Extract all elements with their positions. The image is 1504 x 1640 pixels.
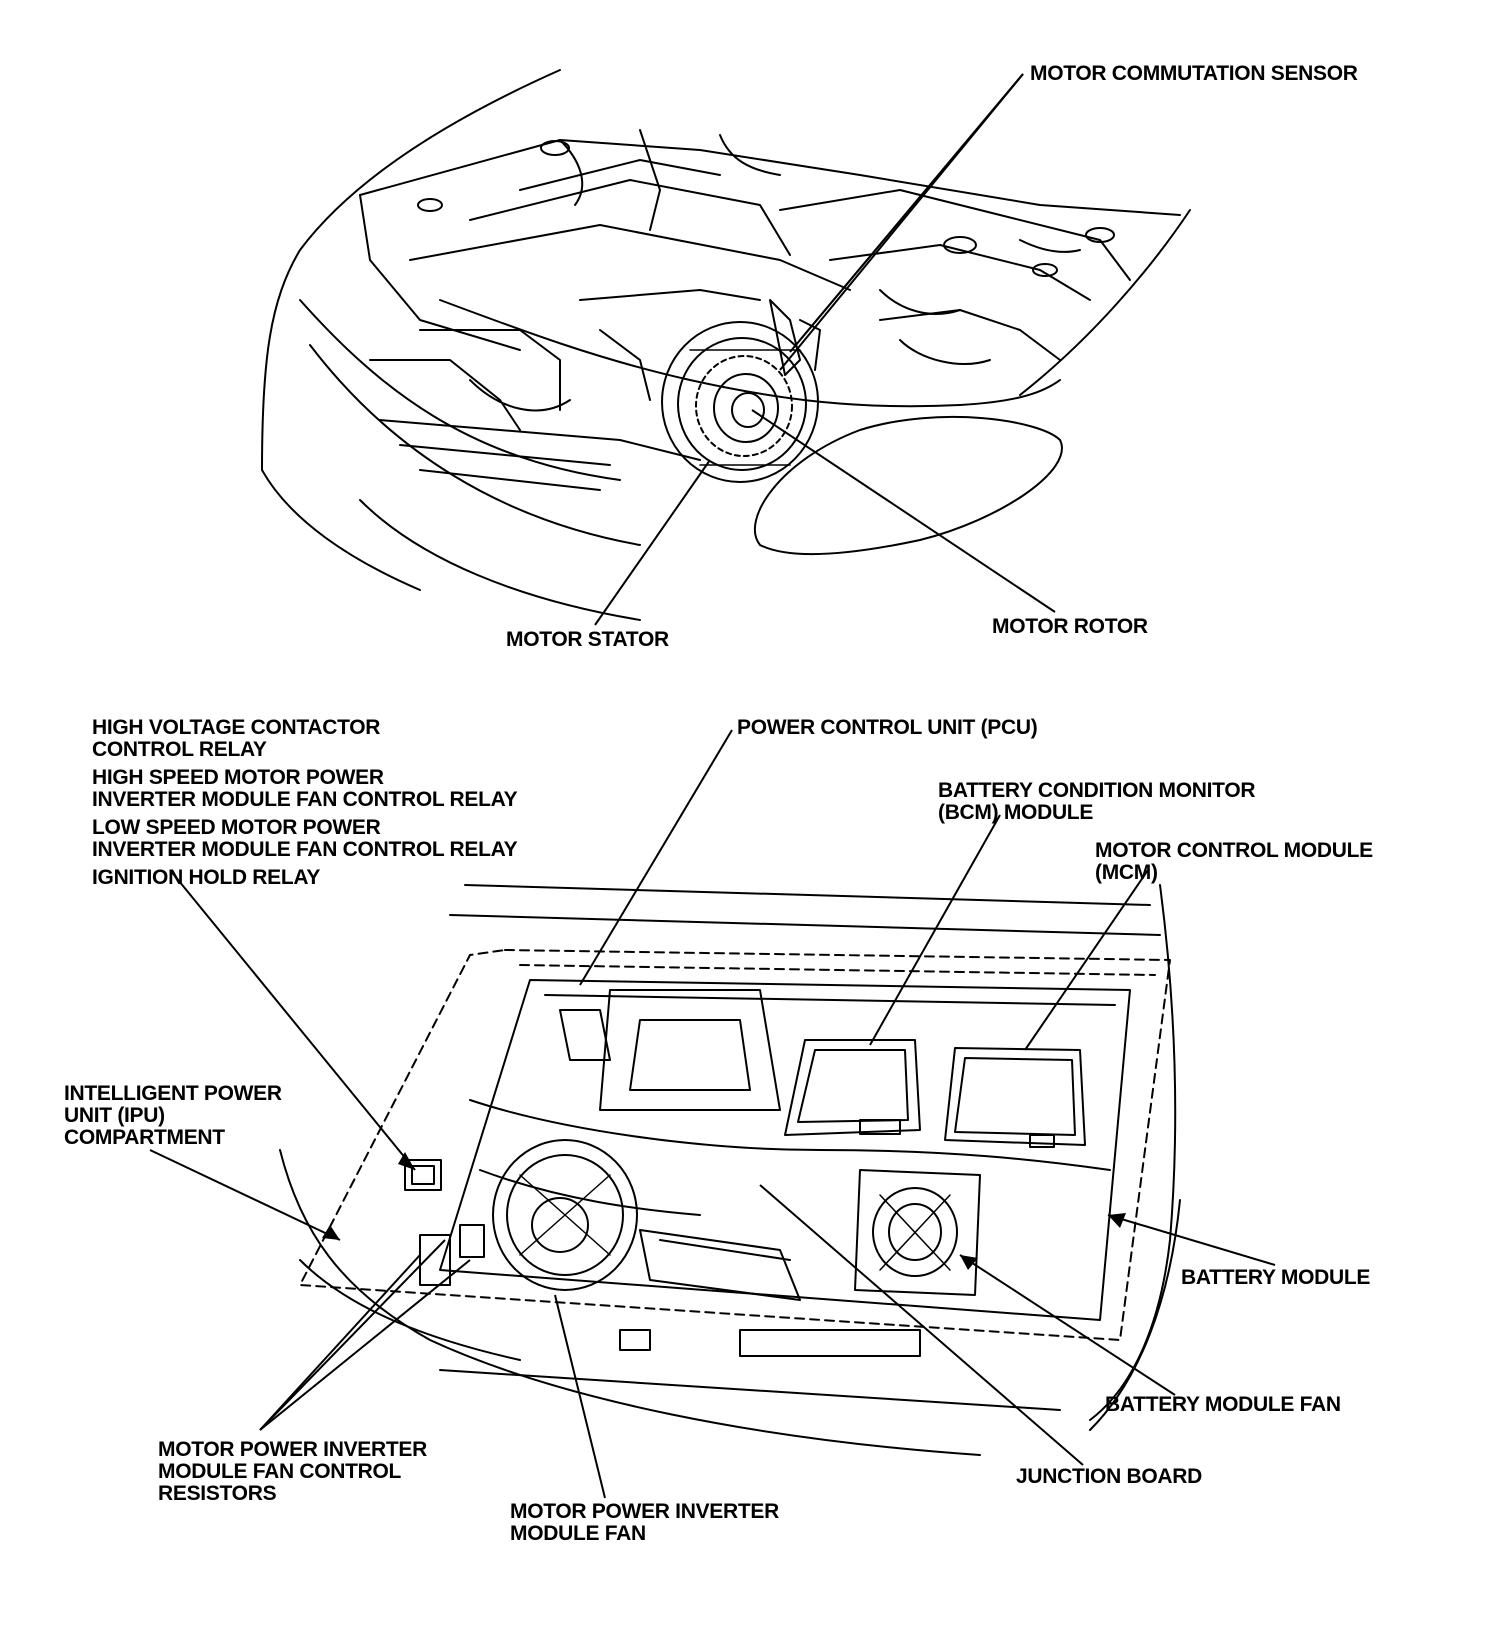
label-high-voltage-contactor-line-2: CONTROL RELAY — [92, 738, 267, 761]
label-group-ipu: INTELLIGENT POWER UNIT (IPU) COMPARTMENT — [64, 1083, 282, 1149]
label-low-speed-relay-line-2: INVERTER MODULE FAN CONTROL RELAY — [92, 838, 518, 861]
label-high-voltage-contactor-line-1: HIGH VOLTAGE CONTACTOR — [92, 716, 381, 739]
label-motor-rotor: MOTOR ROTOR — [992, 615, 1148, 638]
label-motor-stator: MOTOR STATOR — [506, 628, 669, 651]
label-group-bcm: BATTERY CONDITION MONITOR (BCM) MODULE — [938, 779, 1256, 824]
label-inverter-fan-line-2: MODULE FAN — [510, 1522, 646, 1545]
label-battery-module: BATTERY MODULE — [1181, 1266, 1371, 1289]
label-motor-commutation-sensor: MOTOR COMMUTATION SENSOR — [1030, 62, 1358, 85]
bottom-ipu-illustration — [279, 884, 1181, 1456]
label-mcm-line-1: MOTOR CONTROL MODULE — [1095, 839, 1373, 862]
label-group-relays: HIGH VOLTAGE CONTACTOR CONTROL RELAY HIG… — [92, 716, 518, 889]
label-resistors-line-1: MOTOR POWER INVERTER — [158, 1438, 427, 1461]
top-engine-illustration — [261, 69, 1191, 621]
label-high-speed-relay-line-2: INVERTER MODULE FAN CONTROL RELAY — [92, 788, 518, 811]
label-ipu-line-1: INTELLIGENT POWER — [64, 1082, 282, 1105]
label-resistors-line-3: RESISTORS — [158, 1482, 277, 1505]
arrowheads — [322, 1152, 1126, 1270]
bottom-leader-lines — [149, 729, 1276, 1499]
top-leader-lines — [594, 73, 1056, 626]
label-battery-module-fan: BATTERY MODULE FAN — [1105, 1393, 1341, 1416]
label-mcm-line-2: (MCM) — [1095, 861, 1158, 884]
label-inverter-fan-line-1: MOTOR POWER INVERTER — [510, 1500, 779, 1523]
label-bcm-line-2: (BCM) MODULE — [938, 801, 1094, 824]
label-ipu-line-3: COMPARTMENT — [64, 1126, 225, 1149]
label-group-inverter-fan: MOTOR POWER INVERTER MODULE FAN — [510, 1501, 779, 1545]
label-low-speed-relay-line-1: LOW SPEED MOTOR POWER — [92, 816, 381, 839]
label-high-speed-relay-line-1: HIGH SPEED MOTOR POWER — [92, 766, 384, 789]
label-resistors-line-2: MODULE FAN CONTROL — [158, 1460, 402, 1483]
label-group-mcm: MOTOR CONTROL MODULE (MCM) — [1095, 840, 1373, 884]
label-ipu-line-2: UNIT (IPU) — [64, 1104, 165, 1127]
label-junction-board: JUNCTION BOARD — [1016, 1465, 1202, 1488]
label-bcm-line-1: BATTERY CONDITION MONITOR — [938, 779, 1256, 802]
label-power-control-unit: POWER CONTROL UNIT (PCU) — [737, 716, 1038, 739]
label-group-resistors: MOTOR POWER INVERTER MODULE FAN CONTROL … — [158, 1439, 427, 1505]
label-ignition-hold-relay: IGNITION HOLD RELAY — [92, 866, 321, 889]
